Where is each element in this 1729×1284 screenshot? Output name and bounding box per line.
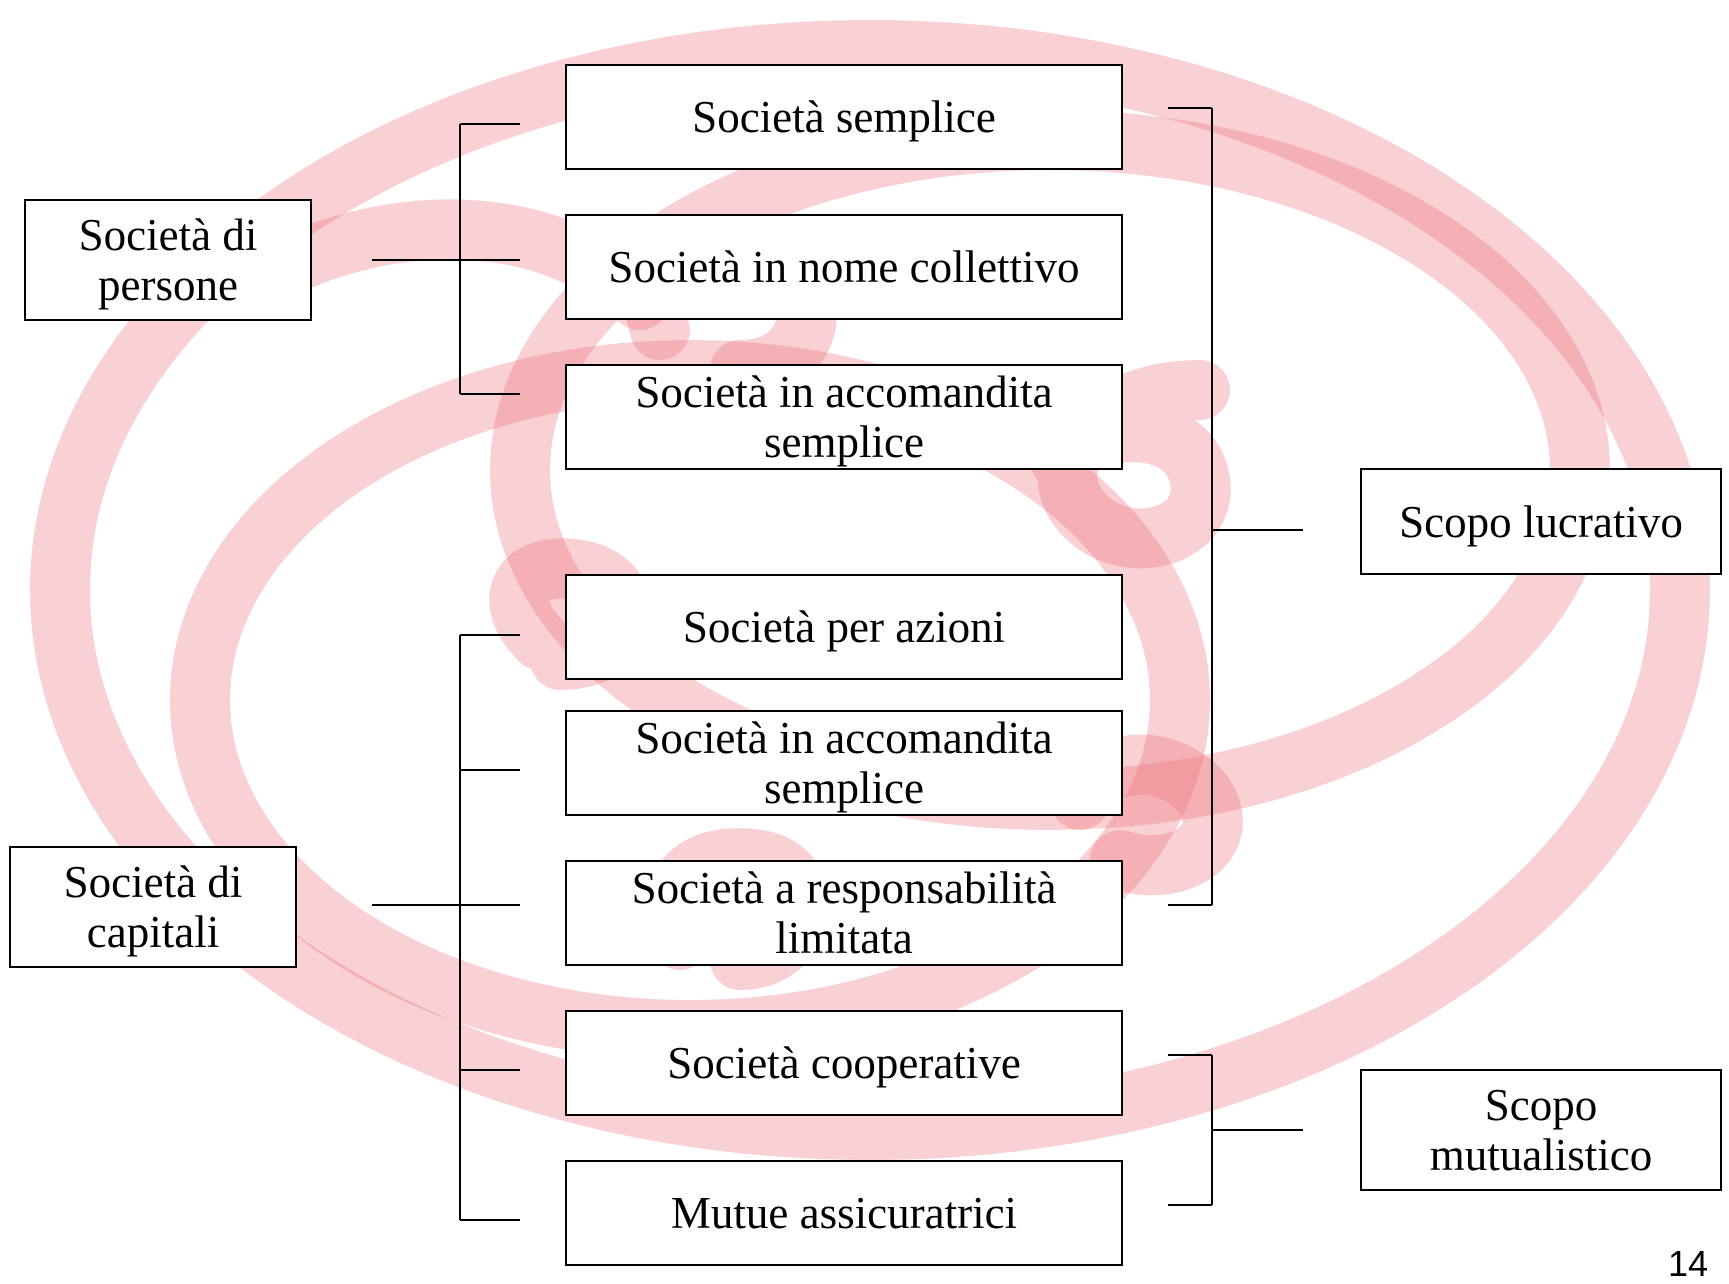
type-societa-in-nome-collettivo: Società in nome collettivo [565, 214, 1123, 320]
group-societa-di-persone: Società di persone [24, 199, 312, 321]
type-societa-semplice-label: Società semplice [692, 92, 996, 142]
bracket-capitali [372, 634, 520, 1221]
type-societa-in-accomandita-semplice-label: Società in accomandita semplice [635, 367, 1053, 467]
bracket-persone [372, 123, 520, 395]
page-number: 14 [1668, 1243, 1709, 1284]
purpose-scopo-mutualistico: Scopo mutualistico [1360, 1069, 1722, 1191]
type-societa-a-responsabilita-limitata: Società a responsabilità limitata [565, 860, 1123, 966]
type-mutue-assicuratrici: Mutue assicuratrici [565, 1160, 1123, 1266]
purpose-scopo-lucrativo: Scopo lucrativo [1360, 468, 1722, 575]
group-societa-di-capitali: Società di capitali [9, 846, 297, 968]
type-societa-semplice: Società semplice [565, 64, 1123, 170]
type-mutue-assicuratrici-label: Mutue assicuratrici [670, 1188, 1018, 1238]
type-societa-per-azioni-label: Società per azioni [682, 602, 1006, 652]
type-societa-cooperative-label: Società cooperative [667, 1038, 1021, 1088]
type-societa-in-accomandita-per-azioni-label: Società in accomandita semplice [635, 713, 1053, 813]
type-societa-a-responsabilita-limitata-label: Società a responsabilità limitata [631, 863, 1057, 963]
type-societa-cooperative: Società cooperative [565, 1010, 1123, 1116]
purpose-scopo-mutualistico-label: Scopo mutualistico [1429, 1080, 1653, 1180]
purpose-scopo-lucrativo-label: Scopo lucrativo [1399, 496, 1683, 547]
type-societa-per-azioni: Società per azioni [565, 574, 1123, 680]
type-societa-in-accomandita-semplice: Società in accomandita semplice [565, 364, 1123, 470]
type-societa-in-accomandita-per-azioni: Società in accomandita semplice [565, 710, 1123, 816]
bracket-lucrativo [1168, 107, 1303, 906]
group-societa-di-capitali-label: Società di capitali [63, 857, 243, 957]
bracket-mutualistico [1168, 1054, 1303, 1206]
type-societa-in-nome-collettivo-label: Società in nome collettivo [608, 242, 1080, 292]
group-societa-di-persone-label: Società di persone [78, 210, 258, 310]
